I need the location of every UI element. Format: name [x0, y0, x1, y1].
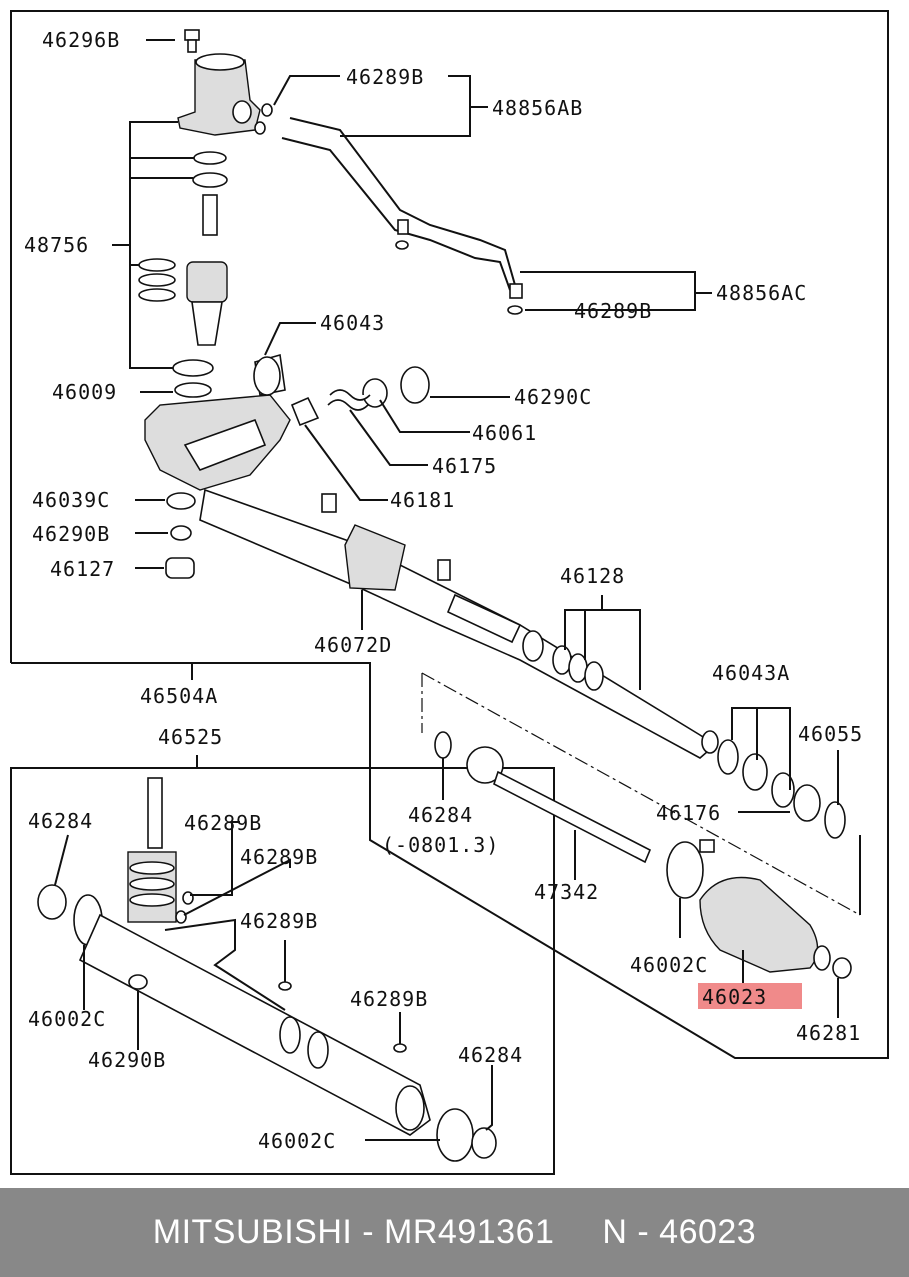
label-46296B: 46296B [42, 28, 120, 52]
label-46009: 46009 [52, 380, 117, 404]
label-48856AC: 48856AC [716, 281, 807, 305]
label-46176: 46176 [656, 801, 721, 825]
label-46127: 46127 [50, 557, 115, 581]
footer-ref-number: N - 46023 [602, 1213, 757, 1251]
footer-bar: MITSUBISHI - MR491361 N - 46023 [0, 1188, 909, 1277]
label-46289B-a: 46289B [184, 811, 262, 835]
label-46525: 46525 [158, 725, 223, 749]
highlight-46023 [698, 983, 802, 1009]
label-48856AB: 48856AB [492, 96, 583, 120]
label-46039C: 46039C [32, 488, 110, 512]
label-46128: 46128 [560, 564, 625, 588]
assembly-frames [10, 10, 889, 1175]
label-46281: 46281 [796, 1021, 861, 1045]
label-46175: 46175 [432, 454, 497, 478]
upper-housing-drawing [112, 29, 719, 759]
label-46023: 46023 [702, 985, 767, 1009]
label-46289B-top: 46289B [346, 65, 424, 89]
label-46043A: 46043A [712, 661, 790, 685]
label-48756: 48756 [24, 233, 89, 257]
label-46284-mid: 46284 [408, 803, 473, 827]
part-labels: 46296B 46289B 48856AB 48756 48856AC 4628… [24, 28, 863, 1153]
label-46290B-top: 46290B [32, 522, 110, 546]
label-46043: 46043 [320, 311, 385, 335]
lower-box-drawing [37, 755, 497, 1162]
label-46002C-right: 46002C [630, 953, 708, 977]
label-46181: 46181 [390, 488, 455, 512]
label-46289B-mid: 46289B [574, 299, 652, 323]
label-46002C-left: 46002C [28, 1007, 106, 1031]
label-46072D: 46072D [314, 633, 392, 657]
tie-rod-boot-drawing [421, 672, 861, 1018]
label-46290C: 46290C [514, 385, 592, 409]
label-46290B-low: 46290B [88, 1048, 166, 1072]
label-46002C-bottom: 46002C [258, 1129, 336, 1153]
label-46504A: 46504A [140, 684, 218, 708]
label-46289B-b: 46289B [240, 845, 318, 869]
footer-part-number: MITSUBISHI - MR491361 [152, 1213, 555, 1251]
label-46289B-c: 46289B [240, 909, 318, 933]
label-46284-left: 46284 [28, 809, 93, 833]
parts-diagram: 46296B 46289B 48856AB 48756 48856AC 4628… [10, 10, 889, 1175]
label-47342: 47342 [534, 880, 599, 904]
label-0801: (-0801.3) [382, 833, 499, 857]
label-46055: 46055 [798, 722, 863, 746]
label-46284-low: 46284 [458, 1043, 523, 1067]
label-46289B-d: 46289B [350, 987, 428, 1011]
label-46061: 46061 [472, 421, 537, 445]
